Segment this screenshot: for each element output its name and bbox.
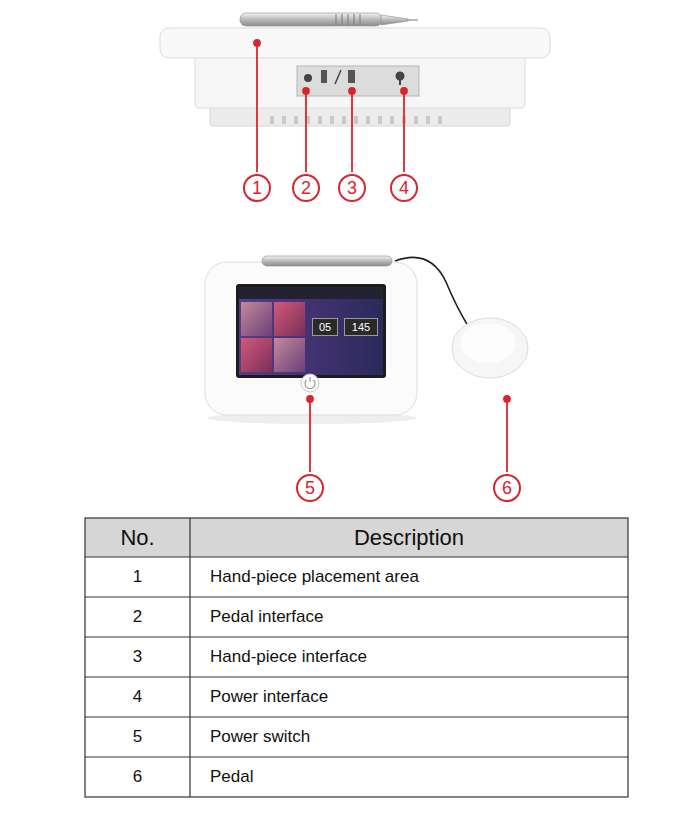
table-border (85, 518, 628, 797)
leader-dot (254, 40, 260, 46)
table-cell: 2 (86, 598, 189, 636)
vent (426, 116, 430, 124)
callout-number: 6 (493, 474, 521, 502)
leader-dot (504, 396, 510, 402)
table-rule (189, 518, 190, 797)
vent (438, 116, 442, 124)
callout-number: 1 (243, 174, 271, 202)
housing-tray (160, 28, 550, 58)
leader-dot (303, 88, 309, 94)
table-cell: Pedal (210, 758, 620, 796)
handpiece (262, 256, 392, 266)
table-grid (85, 518, 628, 797)
power-port (396, 72, 405, 81)
leader-line (256, 44, 258, 172)
table-rule (85, 636, 628, 637)
vent (390, 116, 394, 124)
pedal-cable (395, 257, 468, 326)
leader-line (351, 92, 353, 172)
handpiece-body (240, 13, 382, 26)
grip-ring (360, 14, 361, 25)
table-cell: Power switch (210, 718, 620, 756)
pedal-port (321, 70, 327, 83)
table-rule (85, 596, 628, 597)
screen-tile (241, 302, 272, 336)
table-rule (85, 676, 628, 677)
leader-dot (349, 88, 355, 94)
leader-line (309, 400, 311, 472)
table-header: No. (85, 518, 190, 557)
table-cell: 1 (86, 558, 189, 596)
needle (408, 20, 418, 21)
callout-number: 2 (292, 174, 320, 202)
handpiece (240, 13, 418, 26)
table-cell: 6 (86, 758, 189, 796)
vent (270, 116, 274, 124)
pedal-port-icon (304, 74, 312, 82)
pedal-top (460, 323, 516, 363)
table-cell: Power interface (210, 678, 620, 716)
power-button (301, 374, 319, 392)
leader-dot (401, 88, 407, 94)
table-rule (85, 756, 628, 757)
screen-value: 05 (312, 318, 338, 336)
pen-icon (335, 70, 341, 84)
vent (366, 116, 370, 124)
screen-header (239, 287, 383, 299)
vent (282, 116, 286, 124)
callout-number: 5 (296, 474, 324, 502)
vents (270, 116, 442, 124)
table-cell: 3 (86, 638, 189, 676)
handpiece-tip (381, 15, 408, 25)
table-cell: 5 (86, 718, 189, 756)
leader-line (506, 400, 508, 472)
table-cell: Pedal interface (210, 598, 620, 636)
table-rule (85, 716, 628, 717)
vent (354, 116, 358, 124)
screen-tile (241, 338, 272, 372)
screen-content (239, 287, 383, 375)
vent (414, 116, 418, 124)
vent (294, 116, 298, 124)
table-cell: 4 (86, 678, 189, 716)
vent (330, 116, 334, 124)
leader-lines (307, 396, 510, 472)
vent (318, 116, 322, 124)
screen-value: 145 (344, 318, 378, 336)
housing-body (195, 54, 525, 108)
screen-tile (274, 302, 305, 336)
leader-line (403, 92, 405, 172)
table-rule (85, 556, 628, 557)
callout-number: 4 (390, 174, 418, 202)
leader-lines (254, 40, 407, 172)
table-header-fill (85, 518, 628, 557)
table-ground (85, 518, 628, 797)
table-cell: Hand-piece placement area (210, 558, 620, 596)
pedal (452, 318, 528, 378)
screen (236, 284, 386, 378)
screen-tile (274, 338, 305, 372)
grip-ring (342, 14, 343, 25)
grip-ring (348, 14, 349, 25)
grip-ring (354, 14, 355, 25)
power-symbol (309, 377, 310, 382)
handpiece-port (348, 70, 355, 83)
table-header: Description (190, 518, 628, 557)
leader-line (305, 92, 307, 172)
vent (342, 116, 346, 124)
vent (378, 116, 382, 124)
device-body (205, 262, 417, 415)
leader-dot (307, 396, 313, 402)
grip-ring (336, 14, 337, 25)
power-port-pin (399, 80, 401, 85)
callout-number: 3 (338, 174, 366, 202)
port-panel (297, 66, 419, 96)
table-cell: Hand-piece interface (210, 638, 620, 676)
